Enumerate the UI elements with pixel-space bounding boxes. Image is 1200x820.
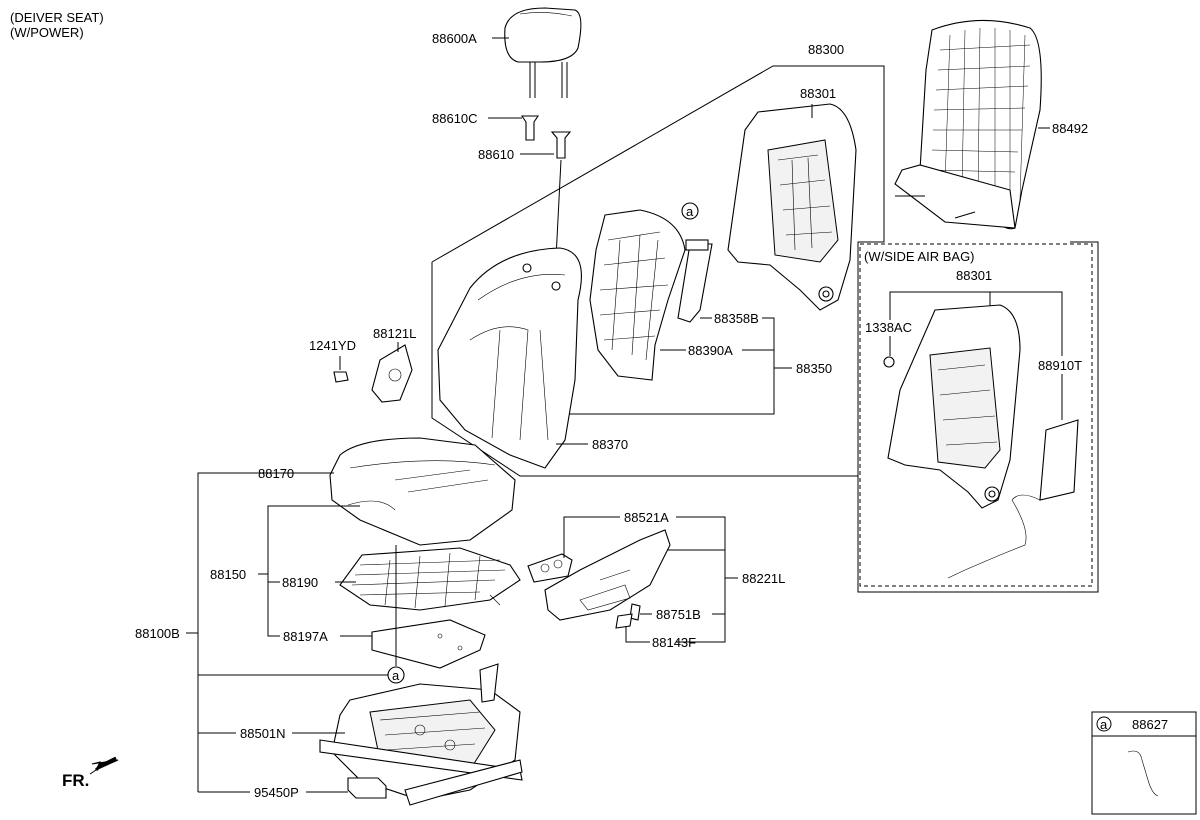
front-direction-label: FR.: [62, 771, 89, 790]
label-88501N: 88501N: [240, 726, 286, 741]
control-module-part: [347, 777, 387, 799]
ref-circle-a-top: [681, 202, 699, 220]
leader: [563, 516, 620, 558]
back-cover-part: [437, 247, 582, 469]
headrest-guide-part: [520, 115, 572, 159]
label-88370: 88370: [592, 437, 628, 452]
label-1338AC: 1338AC: [865, 320, 912, 335]
side-airbag-box: [859, 243, 1093, 587]
label-88521A: 88521A: [624, 510, 669, 525]
leader: [676, 516, 726, 643]
front-arrow-icon: [89, 759, 119, 775]
cap-part: [615, 613, 633, 629]
seat-switch-part: [527, 553, 573, 583]
cushion-pad-part: [339, 547, 521, 611]
label-88600A: 88600A: [432, 31, 477, 46]
label-88910T: 88910T: [1038, 358, 1082, 373]
lumbar-part: [677, 239, 713, 323]
back-panel-part: [894, 19, 1042, 230]
label-95450P: 95450P: [254, 785, 299, 800]
recliner-cover-part: [333, 344, 413, 403]
side-shield-part: [544, 529, 671, 621]
legend-symbol: a: [1100, 717, 1108, 732]
side-airbag-title: (W/SIDE AIR BAG): [864, 249, 975, 264]
header-line-2: (W/POWER): [10, 25, 84, 40]
label-88390A: 88390A: [688, 343, 733, 358]
front-arrow-shaft-icon: [94, 756, 117, 772]
label-88170: 88170: [258, 466, 294, 481]
back-pad-part: [589, 209, 686, 381]
side-airbag-frame-part: [883, 304, 1079, 579]
leader: [197, 472, 334, 792]
label-88221L: 88221L: [742, 571, 785, 586]
seat-track-part: [319, 663, 523, 806]
label-88610: 88610: [478, 147, 514, 162]
label-88492: 88492: [1052, 121, 1088, 136]
legend-part-number: 88627: [1132, 717, 1168, 732]
label-88751B: 88751B: [656, 607, 701, 622]
back-frame-part: [727, 103, 857, 311]
cushion-cover-part: [329, 437, 516, 546]
ref-a-bottom: a: [392, 668, 400, 683]
label-88358B: 88358B: [714, 311, 759, 326]
label-88143F: 88143F: [652, 635, 696, 650]
header-line-1: (DEIVER SEAT): [10, 10, 104, 25]
label-88301-box: 88301: [956, 268, 992, 283]
label-88610C: 88610C: [432, 111, 478, 126]
ref-a-top: a: [686, 204, 694, 219]
legend-box: [1091, 711, 1197, 815]
label-88121L: 88121L: [373, 326, 416, 341]
leader: [267, 505, 360, 637]
label-88197A: 88197A: [283, 629, 328, 644]
headrest-part: [504, 7, 582, 98]
label-88301-top: 88301: [800, 86, 836, 101]
label-88350: 88350: [796, 361, 832, 376]
label-88100B: 88100B: [135, 626, 180, 641]
leader: [560, 317, 775, 415]
knob-part: [629, 603, 641, 621]
pad-plate-part: [371, 619, 486, 669]
label-88150: 88150: [210, 567, 246, 582]
leader: [625, 626, 650, 643]
leader: [889, 291, 1063, 356]
label-88300: 88300: [808, 42, 844, 57]
label-88190: 88190: [282, 575, 318, 590]
label-1241YD: 1241YD: [309, 338, 356, 353]
